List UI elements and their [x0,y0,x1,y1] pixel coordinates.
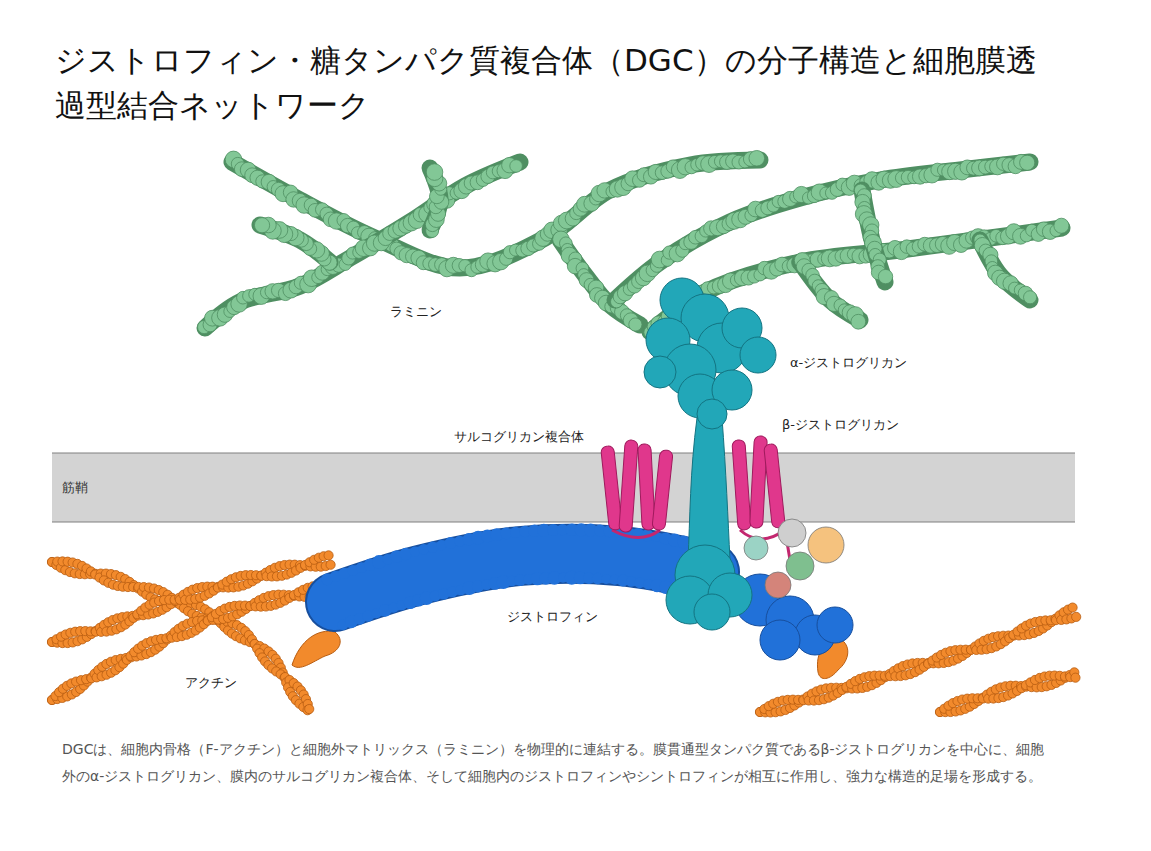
laminin-bead [1024,291,1037,304]
laminin-strand [232,160,760,268]
actin [47,551,1080,717]
actin-bead [1068,603,1077,612]
dystrophin-rod [335,554,710,602]
partner-protein [744,536,768,560]
alpha-dystroglycan-domain [644,356,676,388]
title: ジストロフィン・糖タンパク質複合体（DGC）の分子構造と細胞膜透過型結合ネットワ… [55,38,1050,128]
beta-dystroglycan-domain [694,594,730,630]
part-label: アクチン [183,675,239,691]
laminin-bead [1054,218,1069,233]
partner-protein [778,519,806,547]
partner-protein [786,552,814,580]
laminin-bead [878,269,892,283]
sarcoglycan-loop [612,530,790,560]
membrane-edge [52,521,1075,522]
dystrophin-rod [335,554,710,602]
dystrophin-domain [760,620,800,660]
actin-bead [1071,673,1080,682]
partner-protein [808,527,844,563]
sarcoglycan [601,436,790,560]
syntrophin-group [744,519,844,598]
actin-bead [324,551,333,560]
beta-dystroglycan [666,418,752,630]
sarcoglycan-helix [732,440,751,531]
part-label: ジストロフィン [505,609,600,625]
beta-dystroglycan-body [688,418,730,560]
alpha-dystroglycan [644,278,776,429]
dystrophin-domain [817,607,853,643]
actin-bead [1072,612,1081,621]
part-label: ラミニン [388,304,444,320]
laminin-bead [629,318,642,331]
actin-bead [305,704,314,713]
laminin-bead [851,314,866,329]
sarcoglycan-helix [601,445,623,530]
dystrophin-bump [601,574,611,584]
laminin-bead [254,218,269,233]
alpha-dystroglycan-domain [740,337,776,373]
band-label: 筋鞘 [62,479,88,497]
membrane-edge [52,452,1075,453]
membrane-band: 筋鞘 [52,453,1075,522]
membrane-band [52,453,1075,522]
laminin-bead [1020,155,1035,170]
part-label: サルコグリカン複合体 [452,429,586,445]
dystrophin-bump [400,548,412,560]
laminin-bead [426,164,443,181]
dystrophin-bump [427,542,438,553]
sarcoglycan-helix [652,450,673,531]
sarcoglycan-helix [619,440,638,533]
laminin [198,150,1069,338]
dystrophin-bump [410,546,420,556]
laminin-strand [205,162,520,328]
actin-binding-domain [292,631,340,667]
caption: DGCは、細胞内骨格（F-アクチン）と細胞外マトリックス（ラミニン）を物理的に連… [62,736,1052,789]
sarcoglycan-helix [764,443,786,528]
dystrophin [321,523,853,660]
laminin-bead [749,150,765,166]
laminin-bead [510,160,523,173]
partner-protein [765,572,791,598]
part-label: β-ジストログリカン [780,417,901,433]
part-label: α-ジストログリカン [788,355,909,371]
actin-bead [326,560,335,569]
alpha-dystroglycan-domain [697,399,727,429]
